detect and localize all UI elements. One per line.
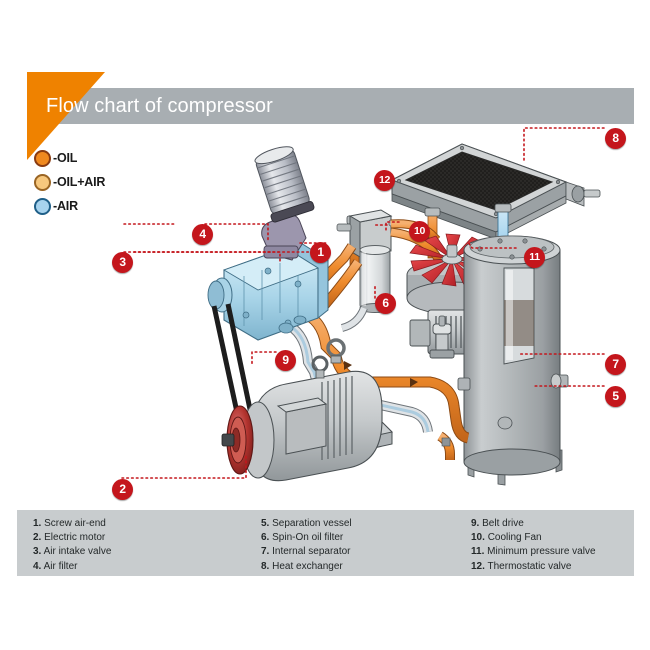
legend-row-oil: -OIL (34, 146, 105, 170)
legend-name: Heat exchanger (272, 560, 343, 572)
electric-motor-graphic (221, 355, 394, 482)
list-item: 7. Internal separator (261, 545, 471, 559)
legend-num: 7. (261, 546, 270, 558)
list-item: 8. Heat exchanger (261, 560, 471, 574)
legend-num: 4. (33, 560, 42, 572)
list-item: 12. Thermostatic valve (471, 560, 650, 574)
callout-3[interactable]: 3 (112, 252, 133, 273)
legend-num: 6. (261, 532, 270, 544)
callout-7[interactable]: 7 (605, 354, 626, 375)
callout-10[interactable]: 10 (409, 221, 430, 242)
list-item: 3. Air intake valve (33, 545, 261, 559)
legend-num: 1. (33, 518, 42, 529)
callout-11[interactable]: 11 (524, 247, 545, 268)
oil-air-dot-icon (34, 173, 51, 191)
legend-label-oil: -OIL (53, 151, 78, 165)
color-legend: -OIL -OIL+AIR -AIR (34, 146, 105, 218)
parts-legend-column-1: 1. Screw air-end 2. Electric motor 3. Ai… (17, 517, 261, 576)
legend-name: Belt drive (482, 518, 524, 529)
minimum-pressure-valve-graphic (429, 315, 455, 359)
orange-flag-icon (27, 72, 105, 160)
callout-leader-lines (121, 127, 605, 479)
parts-legend-column-3: 9. Belt drive 10. Cooling Fan 11. Minimu… (471, 517, 650, 576)
separation-vessel-graphic (457, 235, 569, 486)
legend-num: 10. (471, 532, 485, 544)
callout-6[interactable]: 6 (375, 293, 396, 314)
legend-name: Separation vessel (272, 518, 352, 529)
callout-2[interactable]: 2 (112, 479, 133, 500)
legend-row-air: -AIR (34, 194, 105, 218)
air-intake-and-filter-graphic (254, 146, 315, 261)
callout-1[interactable]: 1 (310, 242, 331, 263)
title-banner (27, 88, 634, 124)
callout-9[interactable]: 9 (275, 350, 296, 371)
legend-name: Thermostatic valve (487, 560, 572, 572)
callout-4[interactable]: 4 (192, 224, 213, 245)
legend-num: 9. (471, 518, 480, 529)
parts-legend-column-2: 5. Separation vessel 6. Spin-On oil filt… (261, 517, 471, 576)
legend-name: Air intake valve (43, 546, 112, 558)
compressor-diagram (0, 120, 650, 510)
air-dot-icon (34, 197, 51, 215)
legend-name: Electric motor (44, 532, 106, 544)
page-title: Flow chart of compressor (46, 95, 273, 117)
parts-legend-panel: 1. Screw air-end 2. Electric motor 3. Ai… (17, 510, 634, 576)
legend-name: Air filter (43, 560, 78, 572)
callout-12[interactable]: 12 (374, 170, 395, 191)
legend-name: Minimum pressure valve (487, 546, 596, 558)
legend-name: Internal separator (272, 546, 351, 558)
legend-name: Screw air-end (44, 518, 106, 529)
list-item: 4. Air filter (33, 560, 261, 574)
eye-bolt-graphic (326, 338, 346, 364)
legend-num: 11. (471, 546, 485, 558)
legend-num: 5. (261, 518, 270, 529)
legend-num: 8. (261, 560, 270, 572)
list-item: 5. Separation vessel (261, 517, 471, 531)
legend-num: 12. (471, 560, 485, 572)
screw-air-end-graphic (207, 239, 329, 341)
list-item: 6. Spin-On oil filter (261, 531, 471, 545)
legend-name: Cooling Fan (487, 532, 542, 544)
list-item: 11. Minimum pressure valve (471, 545, 650, 559)
callout-8[interactable]: 8 (605, 128, 626, 149)
legend-label-oil-air: -OIL+AIR (53, 175, 106, 189)
legend-label-air: -AIR (53, 199, 78, 213)
list-item: 1. Screw air-end (33, 517, 261, 531)
heat-exchanger-graphic (390, 143, 601, 240)
legend-name: Spin-On oil filter (272, 532, 344, 544)
legend-num: 2. (33, 532, 42, 544)
list-item: 2. Electric motor (33, 531, 261, 545)
list-item: 9. Belt drive (471, 517, 650, 531)
legend-num: 3. (33, 546, 42, 558)
oil-dot-icon (34, 149, 51, 167)
legend-row-oil-air: -OIL+AIR (34, 170, 105, 194)
callout-5[interactable]: 5 (605, 386, 626, 407)
list-item: 10. Cooling Fan (471, 531, 650, 545)
